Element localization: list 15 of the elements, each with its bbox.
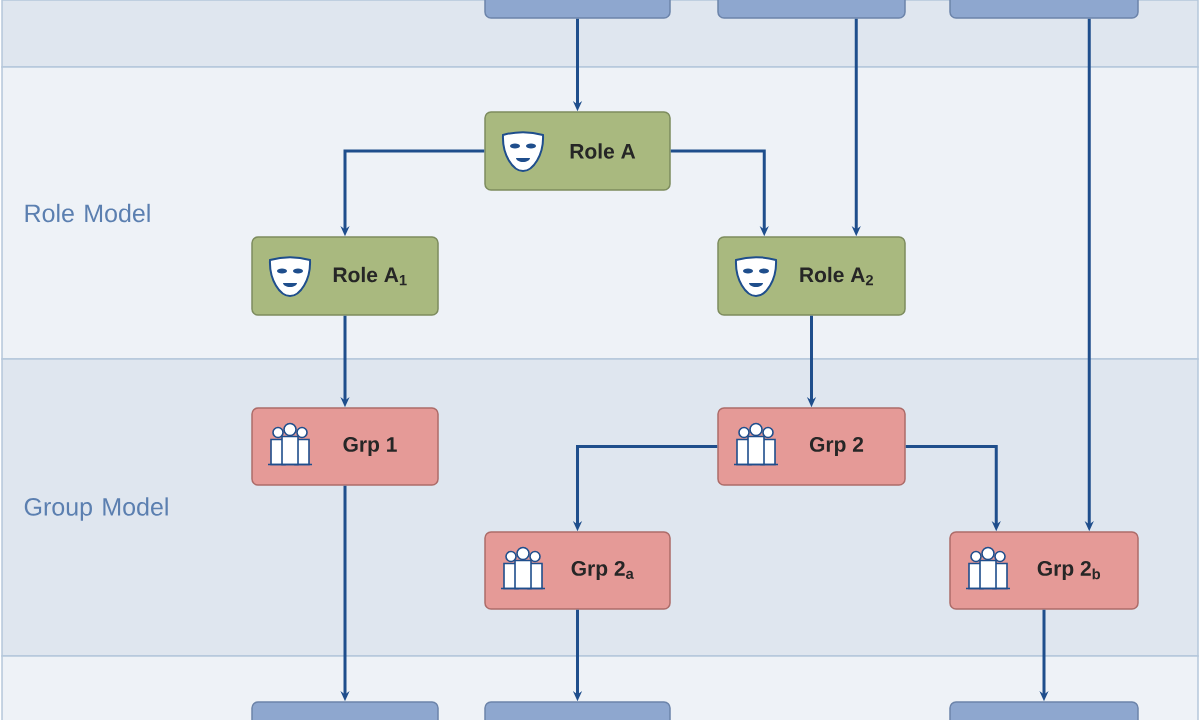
process-box (251, 701, 439, 720)
group-box: Grp 2 (717, 407, 906, 486)
role-box: Role A (484, 111, 671, 191)
group-box: Grp 2$_{b}$ (949, 531, 1139, 610)
process-box (949, 0, 1139, 19)
role-box: Role A$_{1}$ (251, 236, 439, 316)
role-box: Role A$_{2}$ (717, 236, 906, 316)
group-box: Grp 1 (251, 407, 439, 486)
process-box (484, 0, 671, 19)
process-box (717, 0, 906, 19)
process-box (949, 701, 1139, 720)
lane-label: Role Model (25, 203, 150, 223)
lane-label: Group Model (24, 497, 168, 521)
process-box (484, 701, 671, 720)
group-box: Grp 2$_{a}$ (484, 531, 671, 610)
